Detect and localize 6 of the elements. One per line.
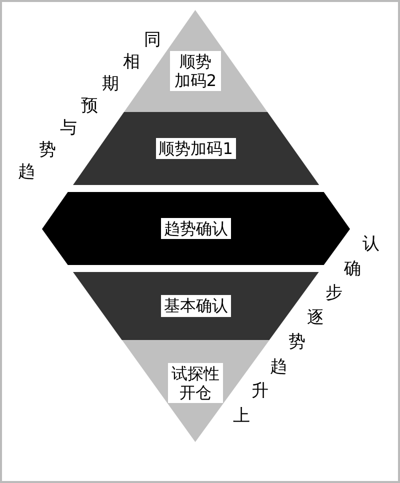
band-label: 趋势确认 xyxy=(161,218,231,240)
band-label: 顺势加码2 xyxy=(170,50,221,92)
band-label: 顺势加码1 xyxy=(156,138,236,160)
diagonal-label: 上升趋势逐步确认 xyxy=(233,236,380,428)
band-label: 基本确认 xyxy=(160,295,231,317)
band-label: 试探性开仓 xyxy=(168,362,224,404)
